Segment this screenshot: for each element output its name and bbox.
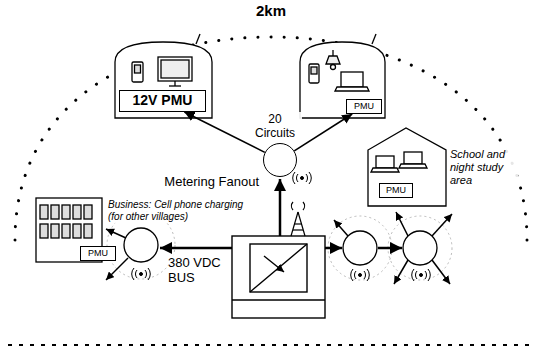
school-note: School and night study area — [450, 148, 518, 187]
box-label: PMU — [354, 102, 374, 112]
feeder-connector — [294, 114, 352, 151]
fanout-circle: Metering Fanout — [263, 143, 297, 177]
ground-line — [8, 344, 534, 346]
circuit-count: 20 Circuits — [248, 112, 302, 140]
box-label: PMU — [88, 249, 108, 259]
converter-station — [232, 236, 325, 318]
range-boundary — [15, 37, 527, 240]
pmu-box: 12V PMU — [119, 90, 206, 112]
bus-label: 380 VDC BUS — [168, 255, 230, 285]
node-label: Metering Fanout — [163, 175, 260, 189]
school-building — [368, 128, 446, 206]
business-note: Business: Cell phone charging (for other… — [108, 199, 256, 223]
house-icon — [300, 34, 385, 118]
box-label: 12V PMU — [133, 93, 193, 108]
pmu-box: PMU — [379, 183, 413, 198]
pmu-box: PMU — [346, 99, 382, 114]
box-label: PMU — [386, 186, 406, 196]
radio-tower — [291, 202, 305, 236]
distance-label: 2km — [236, 2, 306, 20]
house-icon — [115, 34, 212, 118]
pmu-box: PMU — [80, 246, 116, 261]
